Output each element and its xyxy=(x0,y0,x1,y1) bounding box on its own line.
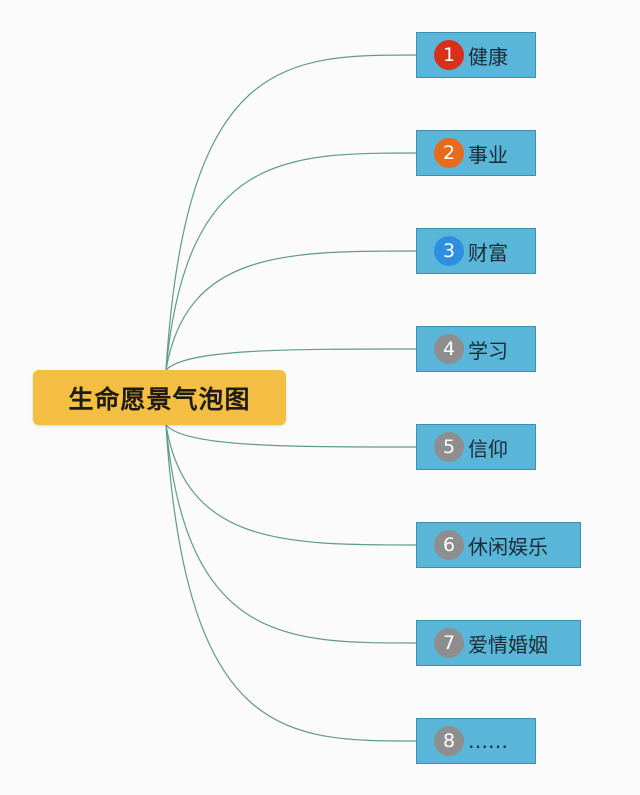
branch-label: 财富 xyxy=(468,240,508,265)
branch-label: 休闲娱乐 xyxy=(468,534,548,559)
branch-node-wealth[interactable]: 3 财富 xyxy=(416,228,536,274)
number-badge-icon: 5 xyxy=(434,432,464,462)
branch-node-love-marriage[interactable]: 7 爱情婚姻 xyxy=(416,620,581,666)
connector-line xyxy=(165,348,417,371)
number-badge-icon: 6 xyxy=(434,530,464,560)
connector-line xyxy=(165,152,417,371)
number-badge-icon: 3 xyxy=(434,236,464,266)
branch-label: 学习 xyxy=(468,338,508,363)
branch-node-health[interactable]: 1 健康 xyxy=(416,32,536,78)
connector-line xyxy=(165,424,417,644)
connector-line xyxy=(165,54,417,371)
connector-line xyxy=(165,250,417,371)
branch-node-faith[interactable]: 5 信仰 xyxy=(416,424,536,470)
number-badge-icon: 2 xyxy=(434,138,464,168)
branch-label: 信仰 xyxy=(468,436,508,461)
branch-label: …… xyxy=(468,729,508,753)
number-badge-icon: 4 xyxy=(434,334,464,364)
number-badge-icon: 8 xyxy=(434,726,464,756)
number-badge-icon: 7 xyxy=(434,628,464,658)
branch-label: 健康 xyxy=(468,44,508,69)
branch-node-leisure[interactable]: 6 休闲娱乐 xyxy=(416,522,581,568)
connector-line xyxy=(165,424,417,742)
connector-line xyxy=(165,424,417,448)
root-node[interactable]: 生命愿景气泡图 xyxy=(33,370,286,425)
branch-label: 事业 xyxy=(468,142,508,167)
root-label: 生命愿景气泡图 xyxy=(68,384,251,414)
branch-node-learning[interactable]: 4 学习 xyxy=(416,326,536,372)
branch-node-more[interactable]: 8 …… xyxy=(416,718,536,764)
branch-node-career[interactable]: 2 事业 xyxy=(416,130,536,176)
connector-line xyxy=(165,424,417,546)
number-badge-icon: 1 xyxy=(434,40,464,70)
branch-label: 爱情婚姻 xyxy=(468,632,548,657)
